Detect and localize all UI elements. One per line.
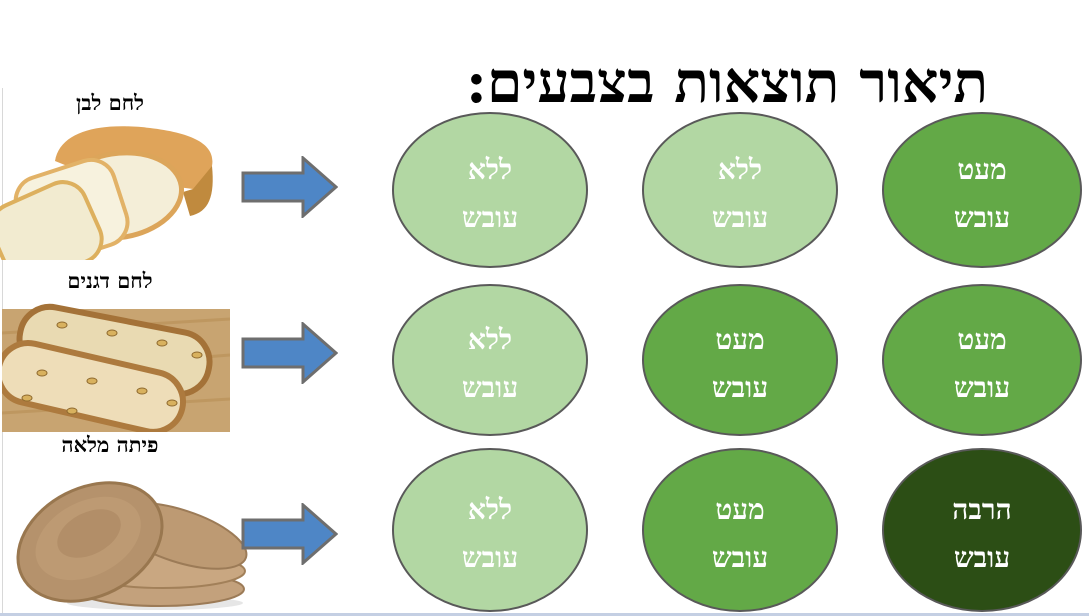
result-line1: ללא bbox=[467, 153, 513, 186]
result-circle: מעט עובש bbox=[882, 112, 1082, 268]
result-line2: עובש bbox=[461, 201, 519, 234]
right-arrow-icon bbox=[241, 503, 338, 565]
grain-bread-image bbox=[2, 303, 230, 432]
result-circle: ללא עובש bbox=[392, 284, 588, 436]
slide-bottom-edge bbox=[0, 613, 1089, 616]
result-line2: עובש bbox=[711, 371, 769, 404]
result-circle: מעט עובש bbox=[642, 284, 838, 436]
whole-pita-image bbox=[16, 481, 248, 610]
result-line2: עובש bbox=[953, 371, 1011, 404]
result-line1: מעט bbox=[957, 323, 1007, 356]
result-line2: עובש bbox=[461, 541, 519, 574]
result-circle: מעט עובש bbox=[882, 284, 1082, 436]
result-line2: עובש bbox=[461, 371, 519, 404]
result-circle: ללא עובש bbox=[642, 112, 838, 268]
white-bread-image bbox=[0, 126, 213, 260]
result-line1: מעט bbox=[715, 323, 765, 356]
result-circle: ללא עובש bbox=[392, 448, 588, 612]
result-circle: מעט עובש bbox=[642, 448, 838, 612]
result-line1: ללא bbox=[467, 493, 513, 526]
bread-label-pita: פיתה מלאה bbox=[61, 432, 159, 457]
result-line2: עובש bbox=[953, 541, 1011, 574]
result-line1: הרבה bbox=[952, 493, 1012, 526]
bread-label-grain: לחם דגנים bbox=[67, 268, 153, 293]
result-line1: מעט bbox=[715, 493, 765, 526]
right-arrow-icon bbox=[241, 322, 338, 384]
result-line1: מעט bbox=[957, 153, 1007, 186]
result-line1: ללא bbox=[717, 153, 763, 186]
result-circle: ללא עובש bbox=[392, 112, 588, 268]
result-line1: ללא bbox=[467, 323, 513, 356]
result-line2: עובש bbox=[953, 201, 1011, 234]
right-arrow-icon bbox=[241, 156, 338, 218]
result-line2: עובש bbox=[711, 541, 769, 574]
bread-label-white: לחם לבן bbox=[76, 90, 144, 115]
page-title: תיאור תוצאות בצבעים: bbox=[465, 49, 989, 117]
result-circle: הרבה עובש bbox=[882, 448, 1082, 612]
result-line2: עובש bbox=[711, 201, 769, 234]
